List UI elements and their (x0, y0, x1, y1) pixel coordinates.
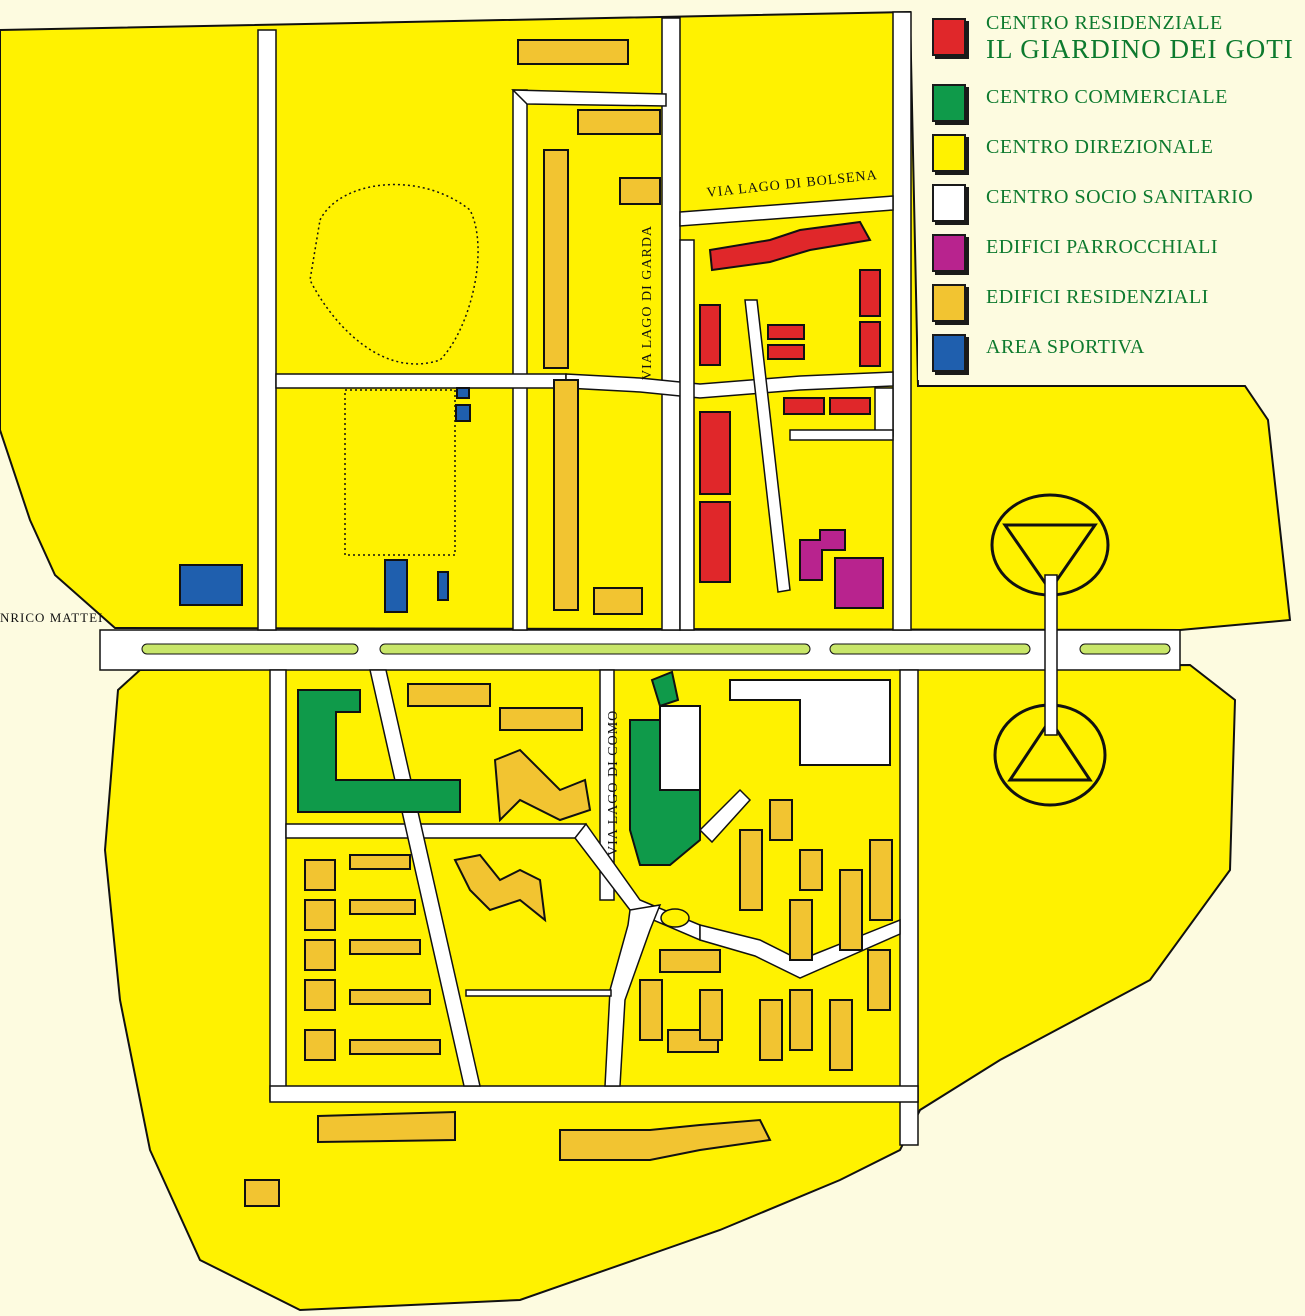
giardino-dei-goti-buildings (699, 220, 881, 583)
street-label-garda: VIA LAGO DI GARDA (640, 224, 655, 380)
street-label-como: VIA LAGO DI COMO (606, 709, 621, 856)
east-landmark (990, 493, 1110, 807)
commerciale-buildings (297, 670, 701, 866)
land-north (0, 10, 1292, 632)
legend-swatch (932, 234, 966, 272)
legend-label: EDIFICI RESIDENZIALI (986, 286, 1209, 308)
legend-label: CENTRO RESIDENZIALE (986, 12, 1223, 34)
legend-label: EDIFICI PARROCCHIALI (986, 236, 1219, 258)
direzionale-buildings (517, 39, 661, 615)
sports-field-rect (344, 389, 456, 556)
legend-sublabel: IL GIARDINO DEI GOTI (986, 34, 1294, 64)
legend-label: CENTRO SOCIO SANITARIO (986, 186, 1254, 208)
street-label-mattei: NRICO MATTEI (0, 610, 104, 625)
legend-swatch (932, 134, 966, 172)
parrocchiali-buildings (799, 529, 884, 609)
legend-swatch (932, 84, 966, 122)
legend-swatch (932, 18, 966, 56)
socio-sanitario-buildings (659, 679, 891, 791)
legend-label: AREA SPORTIVA (986, 336, 1145, 358)
legend-label: CENTRO COMMERCIALE (986, 86, 1228, 108)
legend-swatch (932, 184, 966, 222)
north-roads (257, 11, 912, 631)
road-median (141, 643, 1171, 655)
south-roads (269, 669, 919, 1146)
legend-swatch (932, 334, 966, 372)
residenziali-buildings (244, 683, 893, 1207)
map-legend: CENTRO RESIDENZIALE IL GIARDINO DEI GOTI… (918, 8, 1298, 380)
legend-label: CENTRO DIREZIONALE (986, 136, 1214, 158)
area-sportiva-buildings (179, 387, 471, 613)
legend-swatch (932, 284, 966, 322)
